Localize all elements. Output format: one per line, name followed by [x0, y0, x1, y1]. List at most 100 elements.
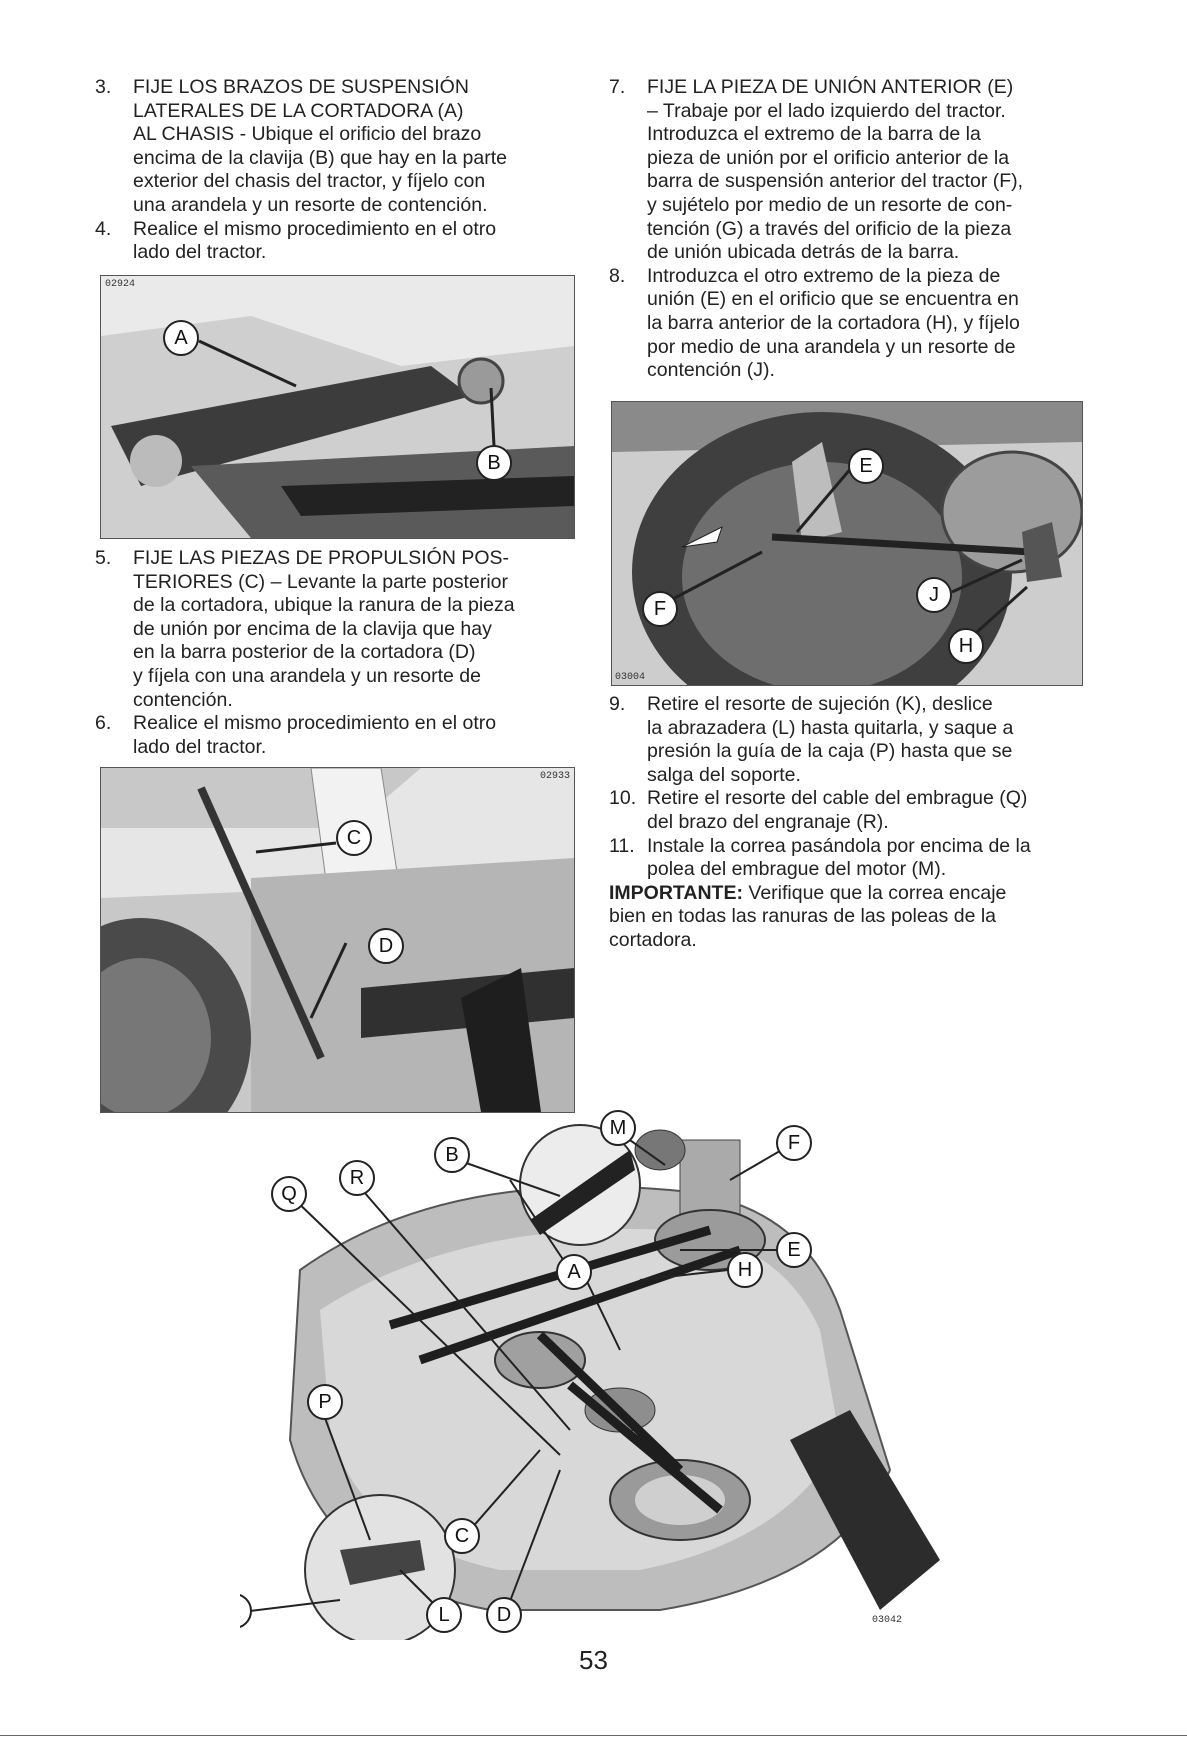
step-10: 10. Retire el resorte del cable del embr… [609, 787, 1089, 834]
step-number: 8. [609, 264, 626, 287]
text-line: lado del tractor. [133, 241, 267, 264]
callout-label: J [929, 584, 939, 606]
text-line: Realice el mismo procedimiento en el otr… [133, 712, 497, 735]
callout-r [339, 1160, 375, 1196]
callout-e [848, 448, 884, 484]
text-line: una arandela y un resorte de contención. [133, 193, 488, 216]
text-line: LATERALES DE LA CORTADORA (A) [133, 99, 464, 122]
callout-label: C [455, 1525, 469, 1547]
step-number: 4. [95, 217, 112, 240]
important-text: cortadora. [609, 928, 697, 951]
step-text: Realice el mismo procedimiento en el otr… [133, 712, 575, 759]
step-text: FIJE LOS BRAZOS DE SUSPENSIÓN LATERALES … [133, 76, 575, 218]
step-text: Instale la correa pasándola por encima d… [647, 835, 1089, 882]
important-text: Verifique que la correa encaje [742, 881, 1007, 904]
text-line: y fíjela con una arandela y un resorte d… [133, 664, 481, 687]
step-number: 5. [95, 547, 112, 569]
left-column-top: 3. FIJE LOS BRAZOS DE SUSPENSIÓN LATERAL… [95, 76, 575, 265]
step-number: 11. [609, 834, 635, 857]
step-9: 9. Retire el resorte de sujeción (K), de… [609, 693, 1089, 787]
text-line: contención (J). [647, 359, 775, 382]
callout-label: F [788, 1132, 800, 1154]
bottom-rule [0, 1735, 1187, 1736]
text-line: Introduzca el otro extremo de la pieza d… [647, 264, 1001, 287]
callout-label: H [959, 635, 973, 657]
text-line: pieza de unión por el orificio anterior … [647, 146, 1010, 169]
callout-label: A [567, 1261, 581, 1283]
text-line: presión la guía de la caja (P) hasta que… [647, 740, 1013, 763]
step-number: 10. [609, 787, 637, 810]
text-line: en la barra posterior de la cortadora (D… [133, 641, 476, 664]
step-text: FIJE LA PIEZA DE UNIÓN ANTERIOR (E) – Tr… [647, 76, 1089, 265]
callout-label: D [379, 935, 393, 957]
callout-k [216, 1593, 252, 1629]
step-6: 6. Realice el mismo procedimiento en el … [95, 712, 575, 759]
callout-label: M [610, 1117, 627, 1139]
right-column-top: 7. FIJE LA PIEZA DE UNIÓN ANTERIOR (E) –… [609, 76, 1089, 383]
figure-2-photo: C D 02933 [100, 767, 575, 1113]
callout-label: Q [281, 1183, 297, 1205]
callout-c [444, 1518, 480, 1554]
callout-a [163, 320, 199, 356]
callout-label: D [497, 1604, 511, 1626]
right-column-middle: 9. Retire el resorte de sujeción (K), de… [609, 693, 1089, 953]
text-line: Introduzca el extremo de la barra de la [647, 123, 981, 146]
text-line: salga del soporte. [647, 763, 801, 786]
text-line: FIJE LOS BRAZOS DE SUSPENSIÓN [133, 76, 469, 98]
step-7: 7. FIJE LA PIEZA DE UNIÓN ANTERIOR (E) –… [609, 76, 1089, 265]
figure-1-illustration: A B [101, 276, 574, 538]
callout-a [556, 1254, 592, 1290]
callout-e [776, 1232, 812, 1268]
callout-h [727, 1252, 763, 1288]
step-text: Introduzca el otro extremo de la pieza d… [647, 265, 1089, 383]
callout-p [307, 1384, 343, 1420]
callout-c [336, 820, 372, 856]
text-line: Retire el resorte de sujeción (K), desli… [647, 693, 993, 715]
callout-label: E [859, 455, 872, 477]
text-line: de unión por encima de la clavija que ha… [133, 617, 492, 640]
step-4: 4. Realice el mismo procedimiento en el … [95, 218, 575, 265]
left-column-middle: 5. FIJE LAS PIEZAS DE PROPULSIÓN POS- TE… [95, 547, 575, 759]
step-number: 3. [95, 76, 112, 98]
callout-j [916, 577, 952, 613]
step-3: 3. FIJE LOS BRAZOS DE SUSPENSIÓN LATERAL… [95, 76, 575, 218]
callout-label: B [445, 1144, 458, 1166]
step-text: FIJE LAS PIEZAS DE PROPULSIÓN POS- TERIO… [133, 547, 575, 712]
figure-3-illustration: E F J H [612, 402, 1082, 685]
text-line: de unión ubicada detrás de la barra. [647, 241, 960, 264]
figure-4-diagram: M B F R Q A E H P C K L D 03042 [216, 1110, 940, 1646]
step-text: Retire el resorte de sujeción (K), desli… [647, 693, 1089, 787]
figure-code: 02924 [105, 279, 136, 290]
text-line: exterior del chasis del tractor, y fíjel… [133, 170, 486, 193]
text-line: contención. [133, 688, 233, 711]
callout-l [426, 1597, 462, 1633]
callout-label: P [318, 1391, 331, 1413]
important-label: IMPORTANTE: [609, 881, 743, 904]
text-line: la barra anterior de la cortadora (H), y… [647, 311, 1020, 334]
page-number: 53 [579, 1645, 608, 1675]
callout-label: F [654, 598, 666, 620]
text-line: AL CHASIS - Ubique el orificio del brazo [133, 123, 482, 146]
step-number: 6. [95, 712, 112, 735]
text-line: Instale la correa pasándola por encima d… [647, 834, 1031, 857]
callout-d [486, 1597, 522, 1633]
step-8: 8. Introduzca el otro extremo de la piez… [609, 265, 1089, 383]
step-number: 9. [609, 693, 626, 715]
text-line: – Trabaje por el lado izquierdo del trac… [647, 99, 1006, 122]
text-line: TERIORES (C) – Levante la parte posterio… [133, 570, 508, 593]
text-line: encima de la clavija (B) que hay en la p… [133, 146, 507, 169]
text-line: barra de suspensión anterior del tractor… [647, 170, 1024, 193]
text-line: de la cortadora, ubique la ranura de la … [133, 594, 515, 617]
text-line: y sujételo por medio de un resorte de co… [647, 193, 1013, 216]
text-line: tención (G) a través del orificio de la … [647, 217, 1012, 240]
figure-1-photo: A B 02924 [100, 275, 575, 539]
callout-label: A [174, 327, 188, 349]
callout-label: B [487, 452, 500, 474]
important-note: IMPORTANTE: Verifique que la correa enca… [609, 882, 1089, 953]
text-line: Retire el resorte del cable del embrague… [647, 787, 1028, 810]
text-line: Realice el mismo procedimiento en el otr… [133, 217, 497, 240]
callout-h [948, 628, 984, 664]
figure-code: 03004 [615, 672, 646, 683]
text-line: la abrazadera (L) hasta quitarla, y saqu… [647, 716, 1014, 739]
text-line: unión (E) en el orificio que se encuentr… [647, 288, 1019, 311]
